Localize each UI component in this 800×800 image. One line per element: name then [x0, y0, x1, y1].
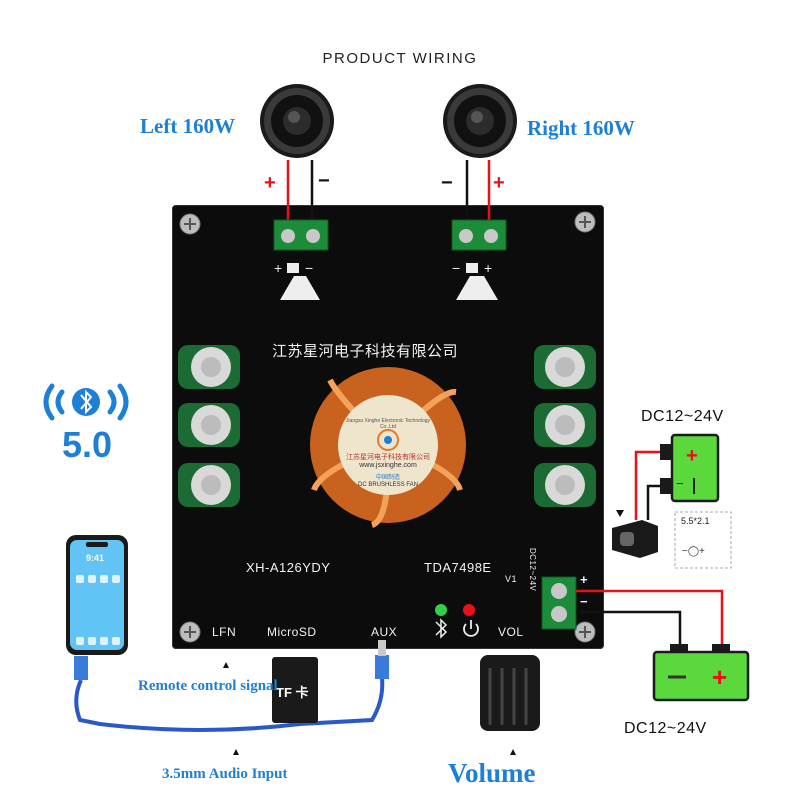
- left-speaker-icon: [260, 84, 334, 158]
- board-chip: TDA7498E: [424, 560, 492, 575]
- phone-time: 9:41: [86, 553, 105, 563]
- top-battery-minus: −: [676, 476, 684, 491]
- page-title: PRODUCT WIRING: [322, 50, 478, 67]
- top-power-label: DC12~24V: [641, 408, 724, 425]
- left-speaker-label: Left 160W: [140, 114, 236, 138]
- board-dc-silk: DC12~24V: [528, 548, 537, 592]
- port-aux: AUX: [371, 625, 398, 639]
- bluetooth-icon: [43, 383, 129, 421]
- bluetooth-version: 5.0: [62, 424, 113, 465]
- fan-type: DC BRUSHLESS FAN: [357, 482, 418, 488]
- board-company-name: 江苏星河电子科技有限公司: [272, 343, 459, 360]
- left-plus-mark: +: [264, 172, 276, 194]
- volume-caption: Volume: [448, 758, 536, 788]
- port-microsd: MicroSD: [267, 625, 317, 639]
- fan-company-en: Jiangsu Xinghe Electronic Technology Co.…: [345, 418, 431, 430]
- port-vol: VOL: [498, 625, 524, 639]
- right-minus-mark: −: [441, 172, 453, 194]
- right-speaker-icon: [443, 84, 517, 158]
- power-plus-silk: +: [580, 572, 589, 587]
- svg-text:+: +: [686, 445, 698, 467]
- fan-company-cn: 江苏星河电子科技有限公司: [346, 454, 430, 461]
- audio-input-caption: 3.5mm Audio Input: [162, 766, 288, 782]
- tf-card-label: TF 卡: [276, 685, 309, 700]
- fan-url: www.jsxinghe.com: [359, 462, 417, 469]
- board-model: XH-A126YDY: [246, 560, 331, 575]
- fan-made-in: 中国制造: [375, 475, 400, 481]
- board-revision: V1: [505, 574, 518, 584]
- jack-polarity-label: −◯+: [682, 546, 705, 557]
- power-minus-silk: −: [580, 594, 589, 609]
- port-lfn: LFN: [212, 625, 237, 639]
- bottom-power-label: DC12~24V: [624, 720, 707, 737]
- jack-size-label: 5.5*2.1: [681, 516, 710, 526]
- remote-signal-caption: Remote control signal: [138, 678, 278, 694]
- right-plus-mark: +: [493, 172, 505, 194]
- svg-text:+: +: [712, 662, 727, 692]
- left-minus-mark: −: [318, 170, 330, 192]
- right-speaker-label: Right 160W: [527, 116, 635, 140]
